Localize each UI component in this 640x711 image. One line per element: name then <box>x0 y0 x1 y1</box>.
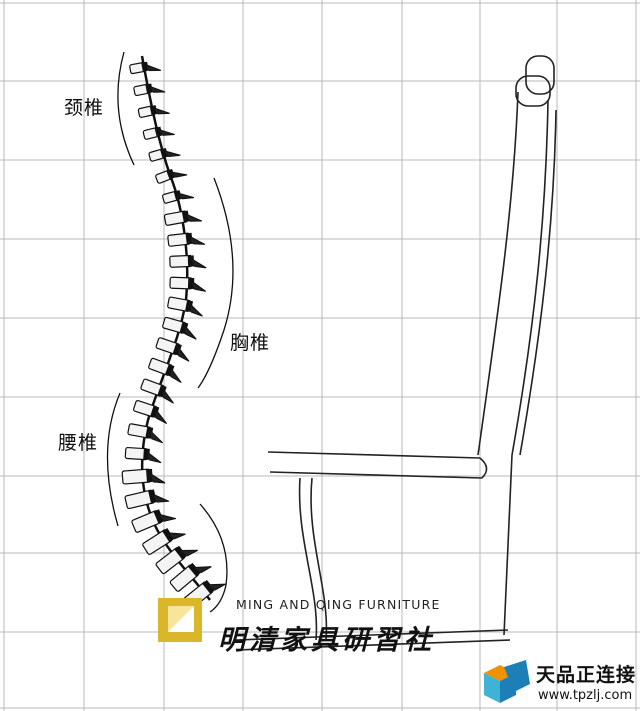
chair-front-leg-b <box>310 477 328 641</box>
chair-top-rail-cap <box>525 55 555 95</box>
sacrum-bracket <box>199 503 228 613</box>
lumbar-label: 腰椎 <box>58 432 99 454</box>
vertebra <box>121 468 166 485</box>
chair-front-leg-a <box>298 477 318 641</box>
region-brackets <box>106 51 234 613</box>
thoracic-bracket <box>197 177 234 389</box>
spine-illustration <box>121 55 226 609</box>
vertebra <box>133 400 168 425</box>
vertebra <box>167 232 206 247</box>
cube-logo-icon <box>484 660 530 703</box>
chair-seat-bottom <box>269 471 483 479</box>
vertebra <box>127 423 164 444</box>
vertebra <box>155 168 188 184</box>
cervical-label: 颈椎 <box>64 97 105 119</box>
vertebra <box>133 83 166 97</box>
vertebra <box>155 545 198 575</box>
vertebra <box>124 446 162 464</box>
chair-top-rail <box>515 75 551 107</box>
chair-back-post-rear <box>503 99 549 636</box>
chair-side-view <box>235 55 557 651</box>
vertebra <box>169 562 212 592</box>
vertebrae-group <box>121 61 226 609</box>
cervical-bracket <box>117 51 135 166</box>
watermark-name: 天品正连接 <box>536 664 637 686</box>
lumbar-bracket <box>106 392 121 527</box>
chair-base-rail-lower <box>235 639 511 651</box>
vertebra <box>137 105 170 118</box>
chair-seat-top <box>267 451 481 459</box>
thoracic-label: 胸椎 <box>230 332 271 354</box>
vertebra <box>163 210 203 226</box>
logo-english-text: MING AND QING FURNITURE <box>236 597 441 612</box>
vertebra <box>142 527 186 555</box>
chair-base-rail <box>235 629 509 641</box>
vertebra <box>148 357 182 383</box>
vertebra <box>140 378 174 404</box>
vertebra <box>155 337 190 362</box>
chair-back-post-inner <box>519 109 557 456</box>
vertebra <box>142 126 175 140</box>
vertebra <box>162 190 195 204</box>
vertebra <box>148 147 181 162</box>
vertebra <box>124 489 170 510</box>
vertebra <box>131 509 176 533</box>
watermark-url: www.tpzlj.com <box>538 688 633 703</box>
gold-square-logo-icon <box>158 598 202 642</box>
vertebra <box>162 316 197 340</box>
vertebra <box>169 276 207 292</box>
vertebra <box>167 296 203 317</box>
vertebra <box>129 61 162 75</box>
chair-back-post-front <box>477 91 519 456</box>
chair-seat-front <box>479 457 488 479</box>
vertebra <box>169 254 207 269</box>
logo-chinese-text: 明清家具研習社 <box>218 625 435 656</box>
